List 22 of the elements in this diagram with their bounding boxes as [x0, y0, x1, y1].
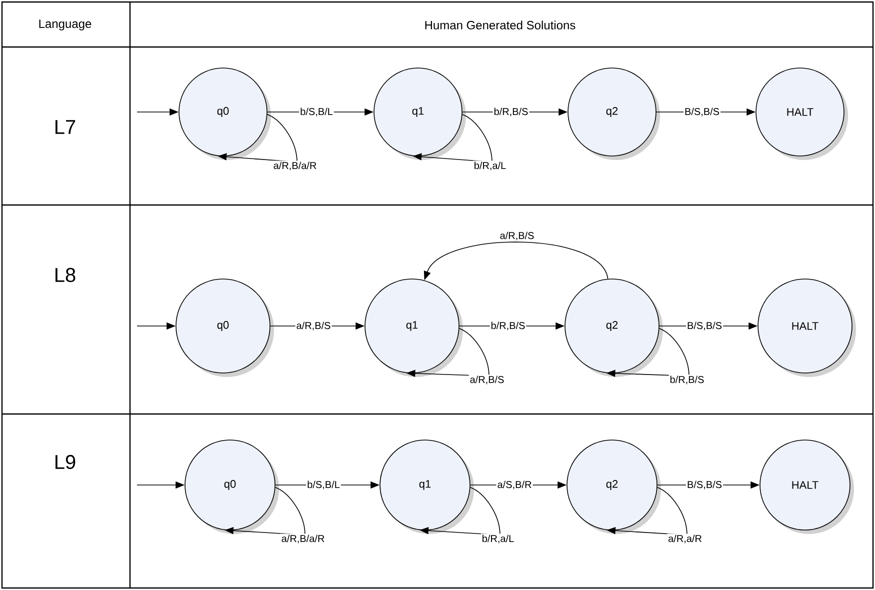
edge-label: a/R,B/a/R: [280, 534, 326, 544]
edge-label: a/S,B/R: [496, 480, 533, 490]
edge-label: b/R,B/S: [492, 106, 530, 118]
row-header: L8: [56, 268, 76, 282]
edge-label: a/R,B/a/R: [272, 160, 318, 172]
edge-label: a/R,B/S: [468, 374, 506, 386]
edge-label: B/S,B/S: [686, 320, 724, 332]
edge-label: B/S,B/S: [684, 106, 721, 118]
edge-label: a/R,B/S: [498, 230, 536, 242]
column-header: Language: [39, 20, 92, 30]
row-header: L7: [56, 120, 76, 134]
edge-label: b/R,a/L: [480, 534, 516, 544]
edge-label: a/R,B/S: [295, 320, 332, 332]
edge-label: a/R,a/R: [667, 534, 703, 544]
edge-label: b/R,B/S: [490, 320, 526, 332]
edge-label: B/S,B/S: [686, 480, 724, 490]
column-header: Human Generated Solutions: [425, 20, 576, 30]
edge-label: b/S,B/L: [299, 106, 334, 118]
row-header: L9: [56, 454, 76, 470]
edge-label: b/S,B/L: [306, 480, 341, 490]
edge-label: b/R,B/S: [668, 374, 706, 386]
edge-label: b/R,a/L: [472, 160, 508, 172]
